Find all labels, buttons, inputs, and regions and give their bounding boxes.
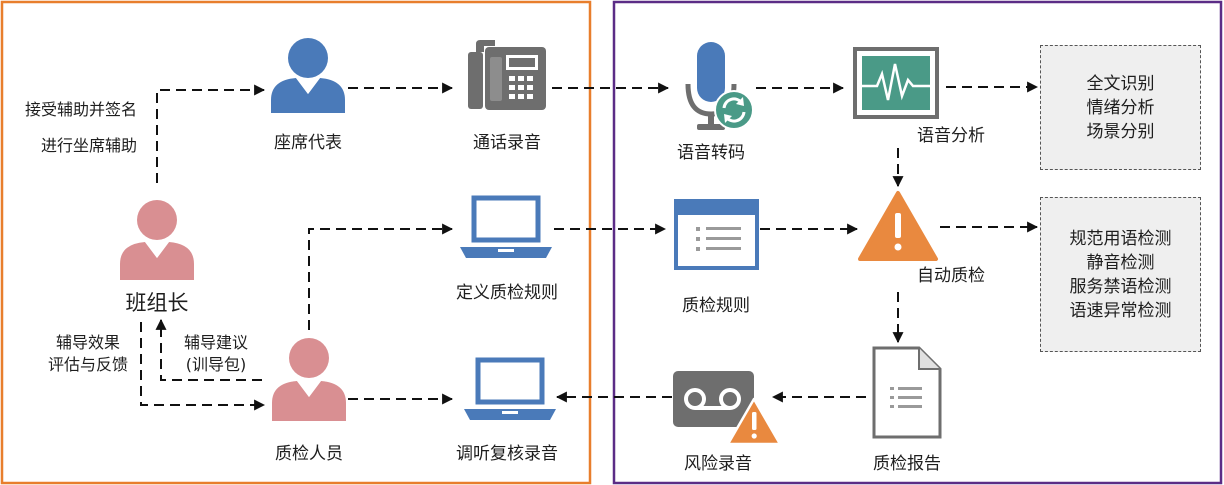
edge-label-effect-eval-2: 评估与反馈 xyxy=(47,355,129,374)
laptop-icon xyxy=(464,357,556,420)
warning-icon xyxy=(858,191,938,261)
laptop-icon xyxy=(460,195,552,258)
edge-leader-to-staff xyxy=(140,322,266,411)
check-item: 语速异常检测 xyxy=(1069,300,1172,321)
label-qc-report: 质检报告 xyxy=(873,454,941,474)
check-items-box: 规范用语检测 静音检测 服务禁语检测 语速异常检测 xyxy=(1040,197,1201,352)
edge-label-advice-1: 辅导建议 xyxy=(183,333,249,352)
voicemail-warning-icon xyxy=(673,371,782,446)
desk-phone-icon xyxy=(468,40,546,110)
person-icon xyxy=(120,200,194,280)
label-call-recording: 通话录音 xyxy=(473,133,541,153)
analysis-result-item: 全文识别 xyxy=(1086,73,1155,94)
label-agent-rep: 座席代表 xyxy=(274,133,342,153)
label-qc-staff: 质检人员 xyxy=(275,444,343,464)
rules-window-icon xyxy=(674,199,759,270)
analysis-results-box: 全文识别 情绪分析 场景分别 xyxy=(1040,45,1201,170)
waveform-monitor-icon xyxy=(853,47,939,119)
right-frame xyxy=(612,0,1223,485)
edge-label-effect-eval-1: 辅导效果 xyxy=(55,333,121,352)
edge-label-accept-assist: 接受辅助并签名 xyxy=(25,100,138,119)
left-frame xyxy=(0,0,592,485)
label-risk-recording: 风险录音 xyxy=(684,454,752,474)
label-auto-qc: 自动质检 xyxy=(917,266,985,286)
label-speech-transcription: 语音转码 xyxy=(677,143,745,163)
label-qc-rules: 质检规则 xyxy=(682,296,750,316)
connectors xyxy=(140,81,1039,411)
microphone-refresh-icon xyxy=(685,42,754,130)
edge-leader-to-agent xyxy=(156,84,266,183)
label-define-rules: 定义质检规则 xyxy=(456,283,558,303)
check-item: 服务禁语检测 xyxy=(1069,276,1172,297)
label-speech-analysis: 语音分析 xyxy=(917,126,985,146)
label-review-recording: 调听复核录音 xyxy=(456,444,558,464)
person-icon xyxy=(271,38,345,113)
analysis-result-item: 场景分别 xyxy=(1086,121,1155,142)
check-item: 静音检测 xyxy=(1086,252,1155,273)
person-icon xyxy=(272,338,346,421)
analysis-result-item: 情绪分析 xyxy=(1086,97,1155,118)
edge-label-seat-assist: 进行坐席辅助 xyxy=(41,136,138,155)
edge-staff-to-leader xyxy=(155,318,262,381)
check-item: 规范用语检测 xyxy=(1069,228,1172,249)
label-team-leader: 班组长 xyxy=(125,291,189,315)
edge-label-advice-2: (训导包) xyxy=(185,355,247,374)
document-icon xyxy=(872,346,942,439)
edge-staff-to-define-laptop xyxy=(308,223,454,330)
